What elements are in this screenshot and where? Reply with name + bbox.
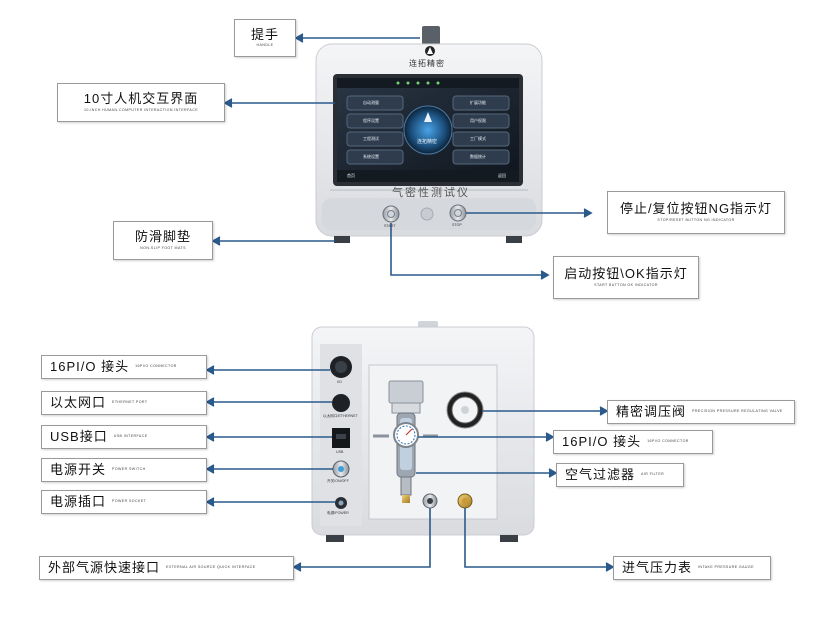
label-io16-left: 16PI/O 接头 16PI/O CONNECTOR — [41, 355, 207, 379]
port-caption: 开关/ON/OFF — [327, 479, 349, 483]
foot — [500, 535, 518, 542]
label-quick-en: EXTERNAL AIR SOURCE QUICK INTERFACE — [166, 565, 256, 570]
label-power-switch: 电源开关 POWER SWITCH — [41, 458, 207, 482]
foot — [326, 535, 344, 542]
label-start-zh: 启动按钮\OK指示灯 — [564, 266, 688, 282]
label-feet-en: NON-SLIP FOOT MATS — [140, 245, 186, 250]
label-feet-zh: 防滑脚垫 — [134, 229, 191, 245]
label-power-socket-en: POWER SOCKET — [112, 499, 147, 504]
port-caption: 以太网口/ETHERNET — [323, 414, 358, 418]
handle — [422, 26, 440, 48]
label-io16-right: 16PI/O 接头 16PI/O CONNECTOR — [553, 430, 713, 454]
screen-buttons-right — [452, 95, 510, 165]
screen-button[interactable] — [452, 149, 510, 165]
label-ethernet-zh: 以太网口 — [50, 394, 107, 410]
label-power-socket-zh: 电源插口 — [50, 493, 107, 509]
label-power-switch-zh: 电源开关 — [50, 461, 107, 477]
label-regulator-zh: 精密调压阀 — [616, 403, 687, 419]
io-connector-left[interactable] — [330, 356, 352, 378]
screen-button[interactable] — [452, 95, 510, 111]
label-usb-en: USB INTERFACE — [113, 434, 148, 439]
label-handle-en: HANDLE — [256, 43, 274, 48]
intake-gauge-fitting-icon — [457, 493, 473, 509]
screen-buttons-left — [346, 95, 404, 165]
label-power-socket: 电源插口 POWER SOCKET — [41, 490, 207, 514]
screen-button-label: 程序设置 — [363, 118, 379, 123]
label-stop-en: STOP/RESET BUTTON NG INDICATOR — [657, 217, 735, 222]
screen-button-label: 系统设置 — [363, 154, 379, 159]
label-usb-zh: USB接口 — [50, 428, 108, 444]
foot — [506, 236, 522, 243]
label-regulator-en: PRECISION PRESSURE REGULATING VALVE — [692, 409, 783, 414]
power-switch[interactable] — [332, 460, 350, 478]
ethernet-port[interactable] — [332, 394, 350, 412]
screen-button-label: 自动测量 — [363, 100, 379, 105]
panel-title: 气密性测试仪 — [392, 187, 470, 199]
label-io16-right-zh: 16PI/O 接头 — [562, 433, 642, 449]
back-device — [311, 321, 535, 542]
label-usb: USB接口 USB INTERFACE — [41, 425, 207, 449]
port-caption: USB — [336, 450, 344, 454]
precision-regulator-knob[interactable] — [446, 391, 484, 429]
label-ethernet-en: ETHERNET PORT — [112, 400, 148, 405]
label-ethernet: 以太网口 ETHERNET PORT — [41, 391, 207, 415]
screen-button[interactable] — [452, 113, 510, 129]
label-regulator: 精密调压阀 PRECISION PRESSURE REGULATING VALV… — [607, 400, 795, 424]
label-start-en: START BUTTON OK INDICATOR — [594, 282, 658, 287]
screen-button[interactable] — [346, 95, 404, 111]
foot — [334, 236, 350, 243]
label-filter: 空气过滤器 AIR FILTER — [556, 463, 684, 487]
screen-button[interactable] — [346, 113, 404, 129]
pressure-gauge-icon — [393, 422, 419, 448]
screen-center-brand: 连拓精密 — [417, 139, 438, 145]
label-feet: 防滑脚垫 NON-SLIP FOOT MATS — [113, 221, 213, 260]
screen-center-emblem — [403, 105, 453, 155]
start-caption: START — [384, 224, 396, 228]
screen-button-label: 工程测试 — [363, 136, 379, 141]
callout-arrows — [205, 33, 615, 572]
screen-footer-home[interactable]: 首页 — [347, 173, 355, 178]
label-hmi-zh: 10寸人机交互界面 — [83, 91, 199, 107]
label-io16-left-zh: 16PI/O 接头 — [50, 358, 130, 374]
port-caption: 电源/POWER — [327, 511, 349, 515]
label-handle: 提手 HANDLE — [234, 19, 296, 57]
power-socket[interactable] — [335, 497, 347, 509]
usb-port[interactable] — [332, 428, 350, 448]
screen-button[interactable] — [346, 149, 404, 165]
port-caption: I/O — [337, 380, 342, 384]
screen-button[interactable] — [346, 131, 404, 147]
label-filter-en: AIR FILTER — [641, 472, 665, 477]
screen-footer-back[interactable]: 返回 — [498, 173, 506, 178]
label-hmi-en: 10-INCH HUMAN-COMPUTER INTERACTION INTER… — [83, 107, 199, 112]
speaker-grille — [420, 207, 434, 221]
brand-name: 连拓精密 — [409, 59, 445, 68]
stop-caption: STOP — [452, 223, 462, 227]
label-stop: 停止/复位按钮NG指示灯 STOP/RESET BUTTON NG INDICA… — [607, 191, 785, 234]
label-quick-zh: 外部气源快速接口 — [48, 559, 161, 575]
label-stop-zh: 停止/复位按钮NG指示灯 — [619, 201, 773, 217]
label-handle-zh: 提手 — [250, 26, 279, 42]
label-hmi: 10寸人机交互界面 10-INCH HUMAN-COMPUTER INTERAC… — [57, 83, 225, 122]
label-io16-left-en: 16PI/O CONNECTOR — [135, 364, 177, 369]
screen-button-label: 扩展功能 — [470, 100, 486, 105]
label-gauge: 进气压力表 INTAKE PRESSURE GAUGE — [613, 556, 771, 580]
label-power-switch-en: POWER SWITCH — [112, 467, 146, 472]
screen-button-label: 数据统计 — [470, 154, 486, 159]
screen-button-label: 用户权限 — [470, 118, 486, 123]
label-quick: 外部气源快速接口 EXTERNAL AIR SOURCE QUICK INTER… — [39, 556, 294, 580]
label-gauge-zh: 进气压力表 — [622, 559, 693, 575]
label-filter-zh: 空气过滤器 — [565, 466, 636, 482]
label-start: 启动按钮\OK指示灯 START BUTTON OK INDICATOR — [553, 256, 699, 299]
screen-button-label: 工厂模式 — [470, 136, 486, 141]
quick-coupler-icon[interactable] — [422, 493, 438, 509]
screen-button[interactable] — [452, 131, 510, 147]
front-device — [315, 26, 543, 243]
label-gauge-en: INTAKE PRESSURE GAUGE — [698, 565, 754, 570]
label-io16-right-en: 16PI/O CONNECTOR — [647, 439, 689, 444]
